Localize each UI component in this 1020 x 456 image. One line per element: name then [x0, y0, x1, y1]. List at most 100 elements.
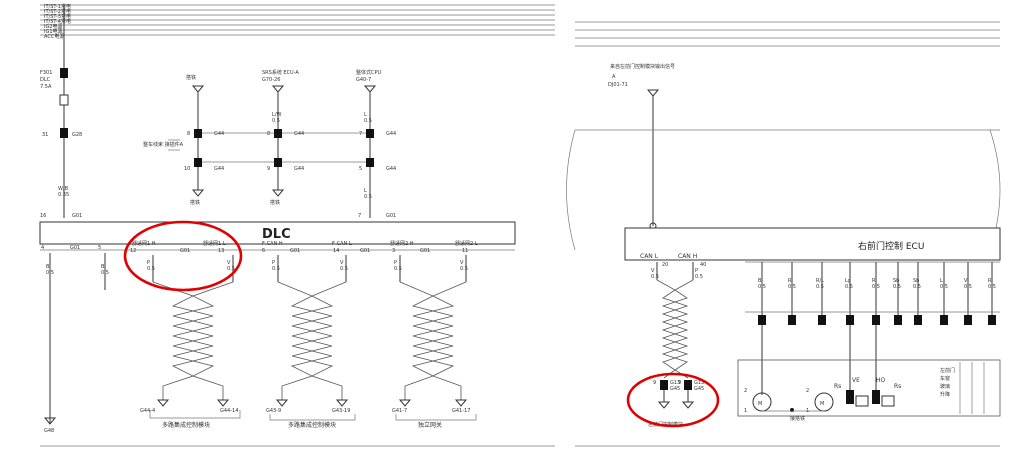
wire-size: 0.5 — [845, 284, 853, 290]
wire-size: 0.5 — [340, 266, 348, 272]
pin-number: 13 — [218, 248, 224, 254]
connector-block — [788, 315, 796, 325]
pin-number: 5 — [359, 166, 362, 172]
connector-label: G44 — [214, 131, 224, 137]
sensor-block — [846, 390, 854, 404]
terminal-arrow-icon — [271, 85, 285, 93]
connector-label: G44 — [294, 131, 304, 137]
junction-dot — [790, 408, 794, 412]
fuse-branch: F301 DLC 7.5A 31 G28 W/B 0.35 16 G01 常电 — [40, 5, 82, 228]
pin-number: 10 — [184, 166, 190, 172]
connector-label: G01 — [386, 213, 396, 219]
connector-block — [274, 158, 282, 167]
connector-block — [964, 315, 972, 325]
terminal-arrow-icon — [363, 85, 377, 93]
left-diagram: IT/ST-1常电 IT/ST-2常电 IT/ST-3常电 IT/ST-4常电 … — [39, 3, 555, 447]
motor-frame — [737, 359, 1001, 417]
wire-color: P — [394, 260, 397, 266]
side-label: 车窗 — [940, 375, 950, 382]
connector-block — [60, 128, 68, 138]
splice-note: 整车线束 接插件A — [143, 141, 184, 148]
connector-ref: G45 — [694, 386, 704, 392]
pin-number: 12 — [130, 248, 136, 254]
splice-section: 搭铁 搭铁 8 G44 10 G44 整车线束 接插件A SRS系统 ECU-A… — [143, 69, 396, 219]
pin-number: 2 — [744, 388, 747, 394]
right-diagram: 来自左前门控制模块输出信号 A DJ01-71 右前门控制 ECU CAN L … — [566, 21, 1001, 447]
pin-number: 40 — [700, 262, 706, 268]
pin-number: 4 — [41, 245, 44, 251]
side-label: 升降 — [940, 391, 950, 398]
dlc-box: DLC 4 G01 5 舒适网1 H 12 G01 舒适网1 L 13 F-CA… — [39, 221, 516, 254]
twisted-pair-2: P 0.5 V 0.5 G43-9 G43-19 多路集成控制模块 — [266, 255, 356, 429]
ecu-output-wires: B 0.5 R 0.5 R/L 0.5 Lg 0.5 R 0.5 Sb 0.5 … — [745, 261, 1000, 395]
wire-size: 0.5 — [816, 284, 824, 290]
motor-symbol: M — [758, 401, 762, 407]
wire-color: V — [227, 260, 231, 266]
pin-number: 16 — [40, 213, 46, 219]
source-label: 搭铁 — [186, 74, 196, 81]
connector-block — [366, 158, 374, 167]
pin-number: 8 — [187, 131, 190, 137]
wire-color: R/L — [816, 278, 824, 284]
connector-label: G44 — [386, 131, 396, 137]
pin-number: 20 — [662, 262, 668, 268]
wire-size: 0.5 — [788, 284, 796, 290]
pin-number: 5 — [98, 245, 101, 251]
hall-sensor-icon — [881, 395, 895, 407]
wire-color: Lg — [845, 278, 851, 284]
connector-label: G01 — [70, 245, 80, 251]
wire-size: 0.5 — [695, 274, 703, 280]
terminal-arrow-icon — [454, 399, 468, 407]
wire-size: 0.5 — [964, 284, 972, 290]
terminal-arrow-icon — [156, 399, 170, 407]
wire-color: R — [788, 278, 792, 284]
module-name: 多路集成控制模块 — [162, 421, 210, 429]
pin-number: 7 — [359, 131, 362, 137]
ground-label: 搭铁 — [270, 199, 280, 206]
can-twisted-pair: V 0.5 P 0.5 9 G13 G45 9 G13 G45 左前门控制模块 — [648, 262, 704, 428]
component-label: Rs — [834, 383, 841, 390]
wire-size: 0.5 — [940, 284, 948, 290]
connector-block — [194, 158, 202, 167]
wire-size: 0.5 — [394, 266, 402, 272]
source-pin-ref: G70-26 — [262, 77, 280, 83]
pin-label: 舒适网2 H — [390, 240, 414, 247]
pin-number: 9 — [678, 380, 681, 386]
terminal-arrow-icon — [335, 399, 349, 407]
wire-size: 0.5 — [758, 284, 766, 290]
source-ref: DJ01-71 — [608, 82, 628, 88]
wire-size: 0.5 — [460, 266, 468, 272]
component-label: HO — [876, 377, 886, 384]
rail-label: IT/ST-1常电 — [44, 3, 71, 10]
fuse-icon — [59, 94, 69, 106]
pin-label: F-CAN L — [332, 241, 352, 247]
connector-block — [274, 129, 282, 138]
fuse-rating: 7.5A — [40, 84, 52, 90]
connector-label: G01 — [180, 248, 190, 254]
wire-color: B — [46, 264, 50, 270]
terminal-arrow-icon — [191, 85, 205, 93]
wire-color: V — [340, 260, 344, 266]
wire-color: V — [460, 260, 464, 266]
connector-label: G44 — [386, 166, 396, 172]
wire-color: V — [964, 278, 968, 284]
source-label: 来自左前门控制模块输出信号 — [610, 63, 675, 70]
hall-sensor-icon — [855, 395, 869, 407]
terminal-arrow-icon — [657, 401, 671, 409]
pin-number: 2 — [806, 388, 809, 394]
ground-label: 搭铁 — [190, 199, 200, 206]
wire-size: 0.5 — [101, 270, 109, 276]
wire-color: B — [758, 278, 762, 284]
connector-label: G44 — [294, 166, 304, 172]
pin-label: 舒适网2 L — [455, 240, 478, 247]
connector-block — [846, 315, 854, 325]
wire-size: 0.5 — [872, 284, 880, 290]
power-rails: IT/ST-1常电 IT/ST-2常电 IT/ST-3常电 IT/ST-4常电 … — [40, 3, 555, 40]
connector-block — [914, 315, 922, 325]
pin-number: 3 — [392, 248, 395, 254]
ground-arrow-icon — [271, 189, 285, 197]
connector-label: G44-14 — [220, 408, 238, 414]
ground-point: G48 — [44, 428, 54, 434]
connector-block — [758, 315, 766, 325]
wire-color: R — [988, 278, 992, 284]
